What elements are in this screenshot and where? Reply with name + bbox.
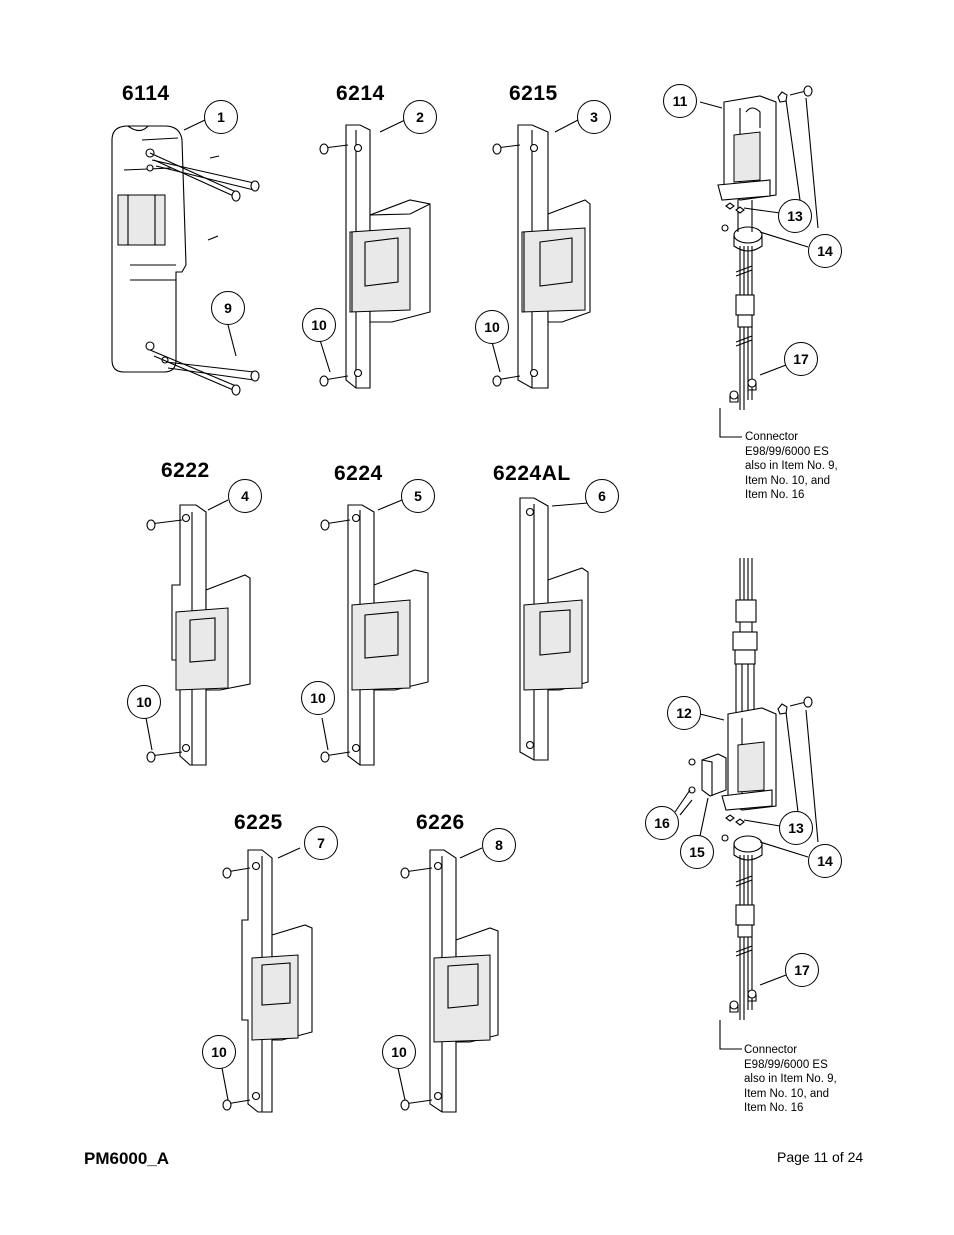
strike-6224-drawing bbox=[320, 499, 429, 766]
connector-note-bottom: Connector E98/99/6000 ES also in Item No… bbox=[744, 1044, 837, 1114]
callout-item-6: 6 bbox=[585, 479, 619, 513]
model-label-6224al: 6224AL bbox=[493, 462, 571, 485]
strike-6222-drawing bbox=[145, 499, 251, 766]
callout-item-1: 1 bbox=[204, 100, 238, 134]
callout-item-4: 4 bbox=[228, 479, 262, 513]
model-label-6225: 6225 bbox=[234, 811, 283, 834]
callout-item-17: 17 bbox=[784, 342, 818, 376]
page-number: Page 11 of 24 bbox=[777, 1149, 864, 1165]
callout-item-5: 5 bbox=[401, 479, 435, 513]
callout-item-16: 16 bbox=[645, 806, 679, 840]
connector-note-top: Connector E98/99/6000 ES also in Item No… bbox=[745, 431, 838, 501]
callout-item-13: 13 bbox=[778, 199, 812, 233]
callout-item-14: 14 bbox=[808, 844, 842, 878]
solenoid-12-drawing bbox=[674, 558, 819, 1050]
model-label-6114: 6114 bbox=[122, 82, 170, 105]
strike-6224al-drawing bbox=[519, 497, 589, 761]
model-label-6214: 6214 bbox=[336, 82, 385, 105]
solenoid-11-drawing bbox=[699, 85, 819, 438]
callout-item-13: 13 bbox=[779, 811, 813, 845]
callout-item-10: 10 bbox=[302, 308, 336, 342]
document-id: PM6000_A bbox=[84, 1149, 170, 1168]
callout-item-7: 7 bbox=[304, 826, 338, 860]
model-label-6222: 6222 bbox=[161, 459, 210, 482]
callout-item-10: 10 bbox=[382, 1035, 416, 1069]
callout-item-10: 10 bbox=[202, 1035, 236, 1069]
strike-6214-drawing bbox=[319, 119, 431, 389]
callout-item-9: 9 bbox=[211, 291, 245, 325]
strike-6215-drawing bbox=[491, 119, 591, 389]
callout-item-10: 10 bbox=[475, 310, 509, 344]
callout-item-12: 12 bbox=[667, 696, 701, 730]
callout-item-14: 14 bbox=[808, 234, 842, 268]
callout-item-17: 17 bbox=[785, 953, 819, 987]
model-label-6226: 6226 bbox=[416, 811, 465, 834]
callout-item-10: 10 bbox=[301, 681, 335, 715]
callout-item-15: 15 bbox=[680, 835, 714, 869]
model-label-6215: 6215 bbox=[509, 82, 558, 105]
callout-item-10: 10 bbox=[127, 685, 161, 719]
callout-item-11: 11 bbox=[663, 84, 697, 118]
model-label-6224: 6224 bbox=[334, 462, 383, 485]
strike-6226-drawing bbox=[397, 847, 499, 1113]
callout-item-3: 3 bbox=[577, 100, 611, 134]
strike-6225-drawing bbox=[221, 847, 313, 1113]
callout-item-2: 2 bbox=[403, 100, 437, 134]
strike-6114-drawing bbox=[111, 119, 260, 396]
callout-item-8: 8 bbox=[482, 828, 516, 862]
